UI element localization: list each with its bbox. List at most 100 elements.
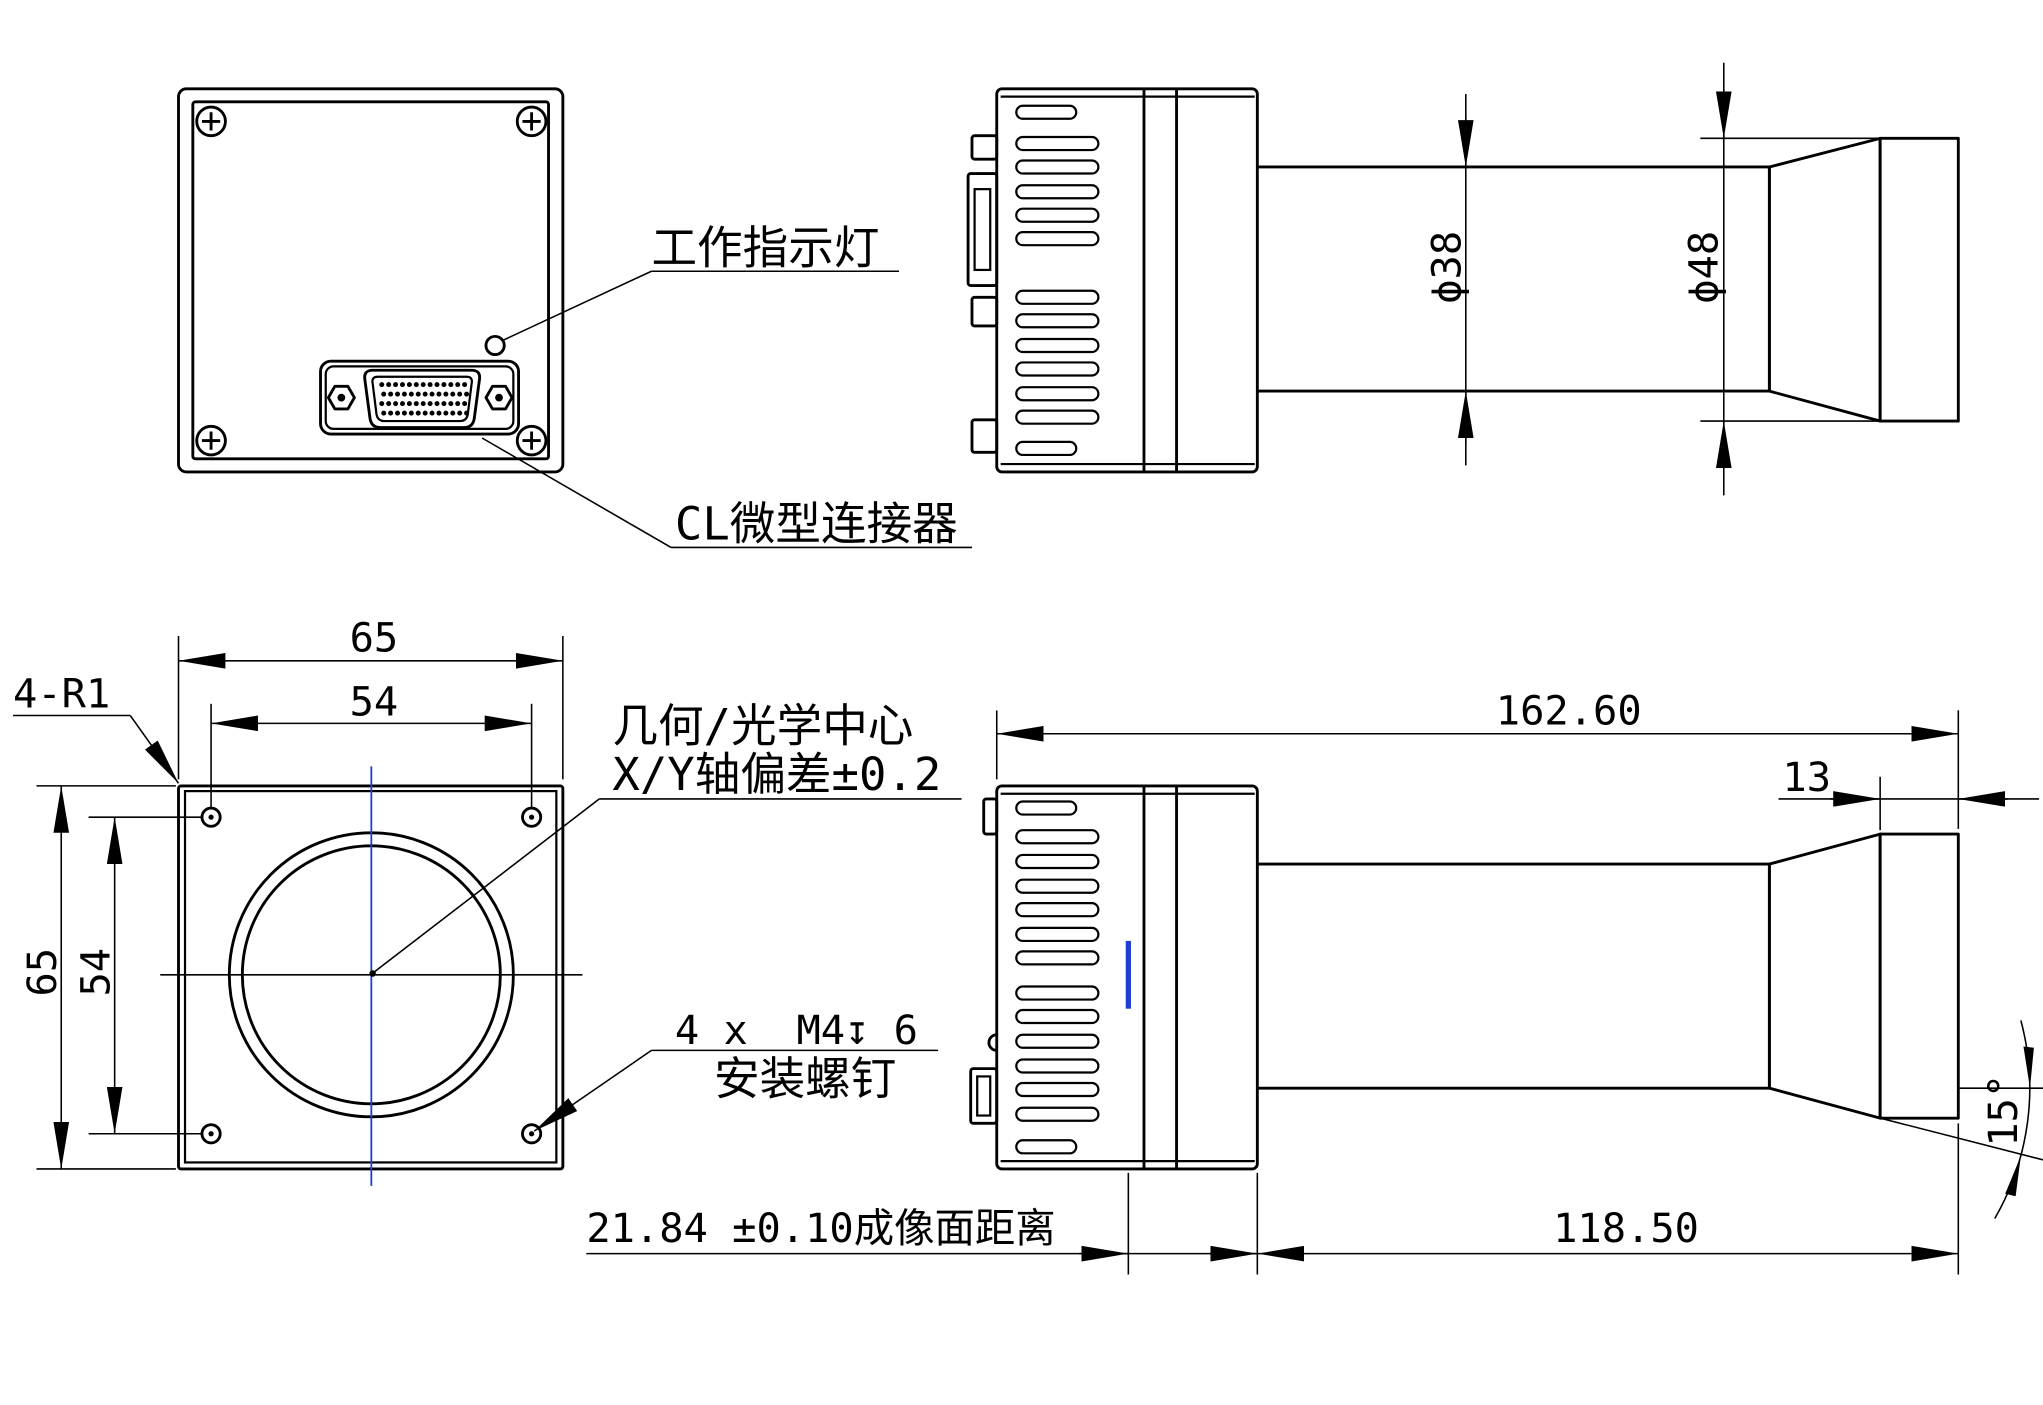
vent-slot	[1015, 985, 1100, 1001]
connector-pin	[413, 401, 419, 407]
side-connector-inner	[973, 188, 992, 272]
rear-housing-outer	[177, 87, 565, 474]
dim-label-d48: ϕ48	[1680, 231, 1727, 304]
side-nub	[982, 797, 999, 836]
screw-icon	[515, 424, 548, 457]
connector-pin	[429, 410, 435, 416]
connector-pin	[429, 391, 435, 397]
vent-slot	[1015, 207, 1100, 223]
connector-pin	[464, 391, 470, 397]
lens-tube	[1257, 862, 1771, 1090]
connector-pin	[386, 401, 392, 407]
side-connector	[969, 1067, 999, 1125]
connector-pin	[427, 382, 433, 388]
connector-pin	[434, 401, 440, 407]
camera-body	[995, 87, 1259, 474]
hex-screw-icon	[326, 384, 356, 411]
connector-pin	[379, 382, 385, 388]
connector-pin	[395, 410, 401, 416]
dim-arrow-angle-top	[2023, 1046, 2034, 1089]
connector-pin	[443, 410, 449, 416]
vent-slot	[1015, 902, 1100, 918]
front-view: 65 54 4-R1 65 54 几何/光学中心 X/Y轴偏差±0.2 4 x …	[13, 615, 962, 1186]
vent-slot	[1015, 1139, 1078, 1155]
dim-arc-angle	[1994, 1020, 2031, 1219]
screw-icon	[515, 105, 548, 138]
connector-pin	[381, 391, 387, 397]
connector-pin	[415, 410, 421, 416]
connector-pin	[386, 382, 392, 388]
connector-pin	[395, 391, 401, 397]
side-nub	[970, 134, 999, 161]
lens-taper	[1767, 136, 1882, 423]
vent-slot	[1015, 231, 1100, 247]
dim-label-width-54: 54	[350, 679, 399, 726]
vent-slots	[1015, 800, 1100, 1155]
connector-leader-line	[481, 437, 672, 549]
connector-pin	[381, 410, 387, 416]
indicator-led-icon	[484, 334, 506, 357]
mount-hole-icon	[521, 806, 543, 828]
side-connector	[966, 172, 999, 287]
vent-slot	[1015, 361, 1100, 377]
vent-slot	[1015, 440, 1078, 457]
corner-radius-label: 4-R1	[13, 671, 110, 718]
center-note-line2: X/Y轴偏差±0.2	[612, 748, 941, 801]
connector-pin	[406, 401, 412, 407]
side-nub	[987, 1033, 997, 1052]
dim-label-lens-length: 118.50	[1553, 1205, 1699, 1252]
connector-label: CL微型连接器	[675, 498, 958, 551]
vent-slot	[1015, 926, 1100, 943]
connector-pins	[379, 382, 470, 416]
vent-slot	[1015, 104, 1078, 120]
lens-front	[1878, 136, 1960, 423]
vent-slots	[1015, 104, 1100, 457]
connector-pin	[408, 410, 414, 416]
connector-pin	[393, 382, 399, 388]
center-note-line1: 几何/光学中心	[612, 700, 913, 753]
side-nub	[970, 418, 999, 454]
screw-icon	[195, 105, 227, 138]
dim-label-height-54: 54	[72, 948, 119, 997]
connector-pin	[420, 382, 426, 388]
screw-icon	[195, 424, 227, 457]
connector-pin	[443, 391, 449, 397]
ext-line-angle-taper	[1879, 1117, 2043, 1161]
dim-arrow-angle-bottom	[2005, 1155, 2021, 1197]
vent-slot	[1015, 386, 1100, 402]
cl-connector	[319, 359, 521, 436]
vent-slot	[1015, 409, 1100, 425]
vent-slot	[1015, 1008, 1100, 1025]
connector-pin	[462, 382, 468, 388]
dim-label-image-plane: 21.84 ±0.10成像面距离	[586, 1205, 1055, 1252]
status-led-bar	[1125, 940, 1131, 1009]
rear-housing-inner	[191, 100, 550, 461]
connector-pin	[400, 382, 405, 388]
connector-pin	[388, 410, 394, 416]
lens-front	[1878, 832, 1960, 1120]
screw-note-line1: 4 x M4↧ 6	[675, 1007, 918, 1054]
vent-slot	[1015, 878, 1100, 894]
connector-pin	[462, 401, 468, 407]
connector-pin	[457, 410, 463, 416]
dim-label-total-length: 162.60	[1496, 688, 1642, 735]
connector-pin	[413, 382, 419, 388]
dim-label-height-65: 65	[19, 948, 66, 997]
connector-pin	[448, 382, 454, 388]
screw-note-line2: 安装螺钉	[714, 1053, 896, 1106]
vent-slot	[1015, 829, 1100, 845]
connector-pin	[408, 391, 414, 397]
connector-pin	[427, 401, 433, 407]
connector-pin	[441, 382, 447, 388]
indicator-label: 工作指示灯	[651, 221, 879, 274]
connector-plate-outer	[319, 359, 521, 436]
corner-radius-leader	[129, 715, 180, 784]
dim-label-width-65: 65	[350, 615, 399, 662]
dim-label-angle: 15°	[1980, 1074, 2027, 1147]
connector-pin	[464, 410, 470, 416]
connector-pin	[422, 410, 428, 416]
vent-slot	[1015, 337, 1100, 354]
hex-screw-hole	[495, 393, 503, 402]
connector-pin	[448, 401, 454, 407]
